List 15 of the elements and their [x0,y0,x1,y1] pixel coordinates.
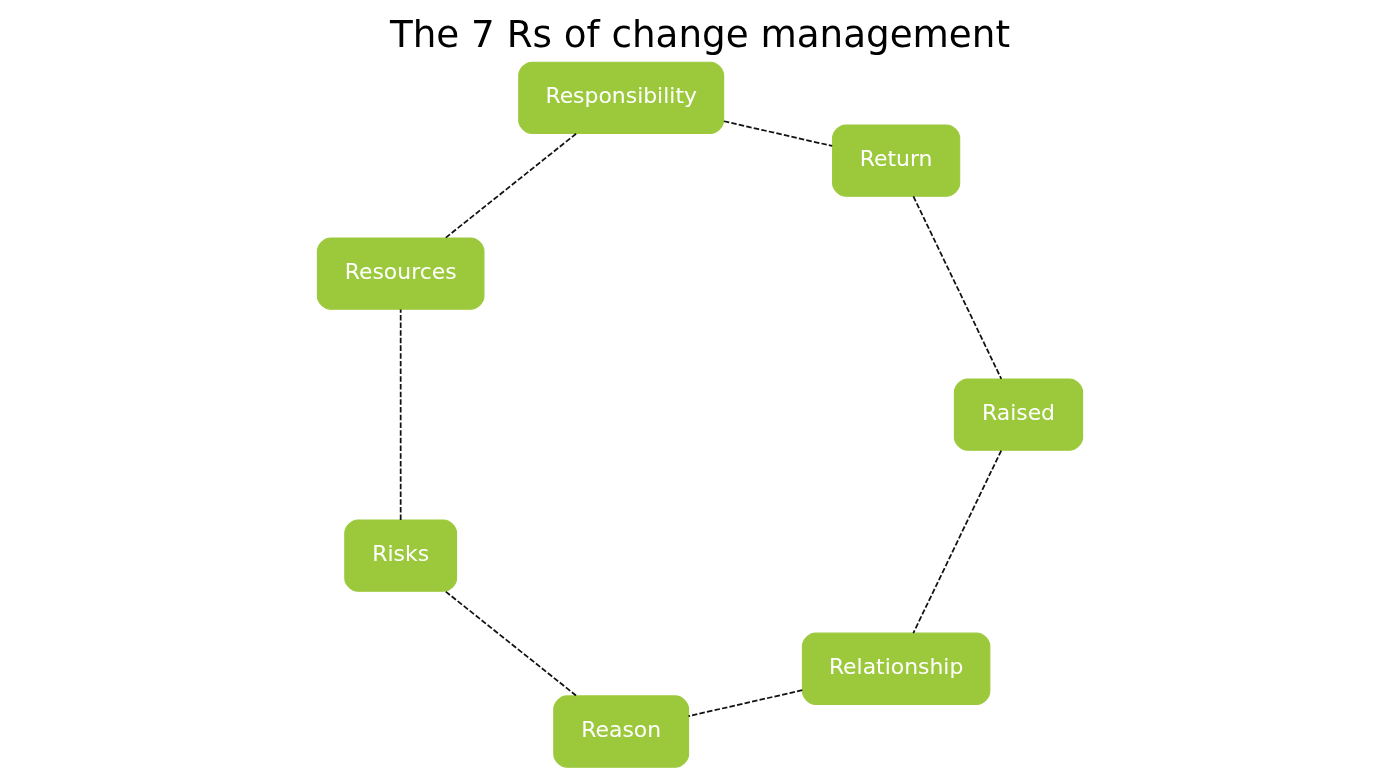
node-box: Responsibility [518,61,725,134]
node-box: Risks [344,519,458,592]
node-box: Return [832,124,961,197]
node-box: Resources [316,237,485,310]
connector [444,590,577,697]
connector [912,449,1003,634]
connector [723,120,834,147]
connector [399,308,402,521]
node-box: Raised [953,378,1084,451]
connector [444,132,578,239]
node-box: Reason [553,695,690,768]
connector [687,689,804,717]
diagram-title: The 7 Rs of change management [389,12,1010,57]
connector [912,195,1003,380]
node-box: Relationship [801,632,991,705]
